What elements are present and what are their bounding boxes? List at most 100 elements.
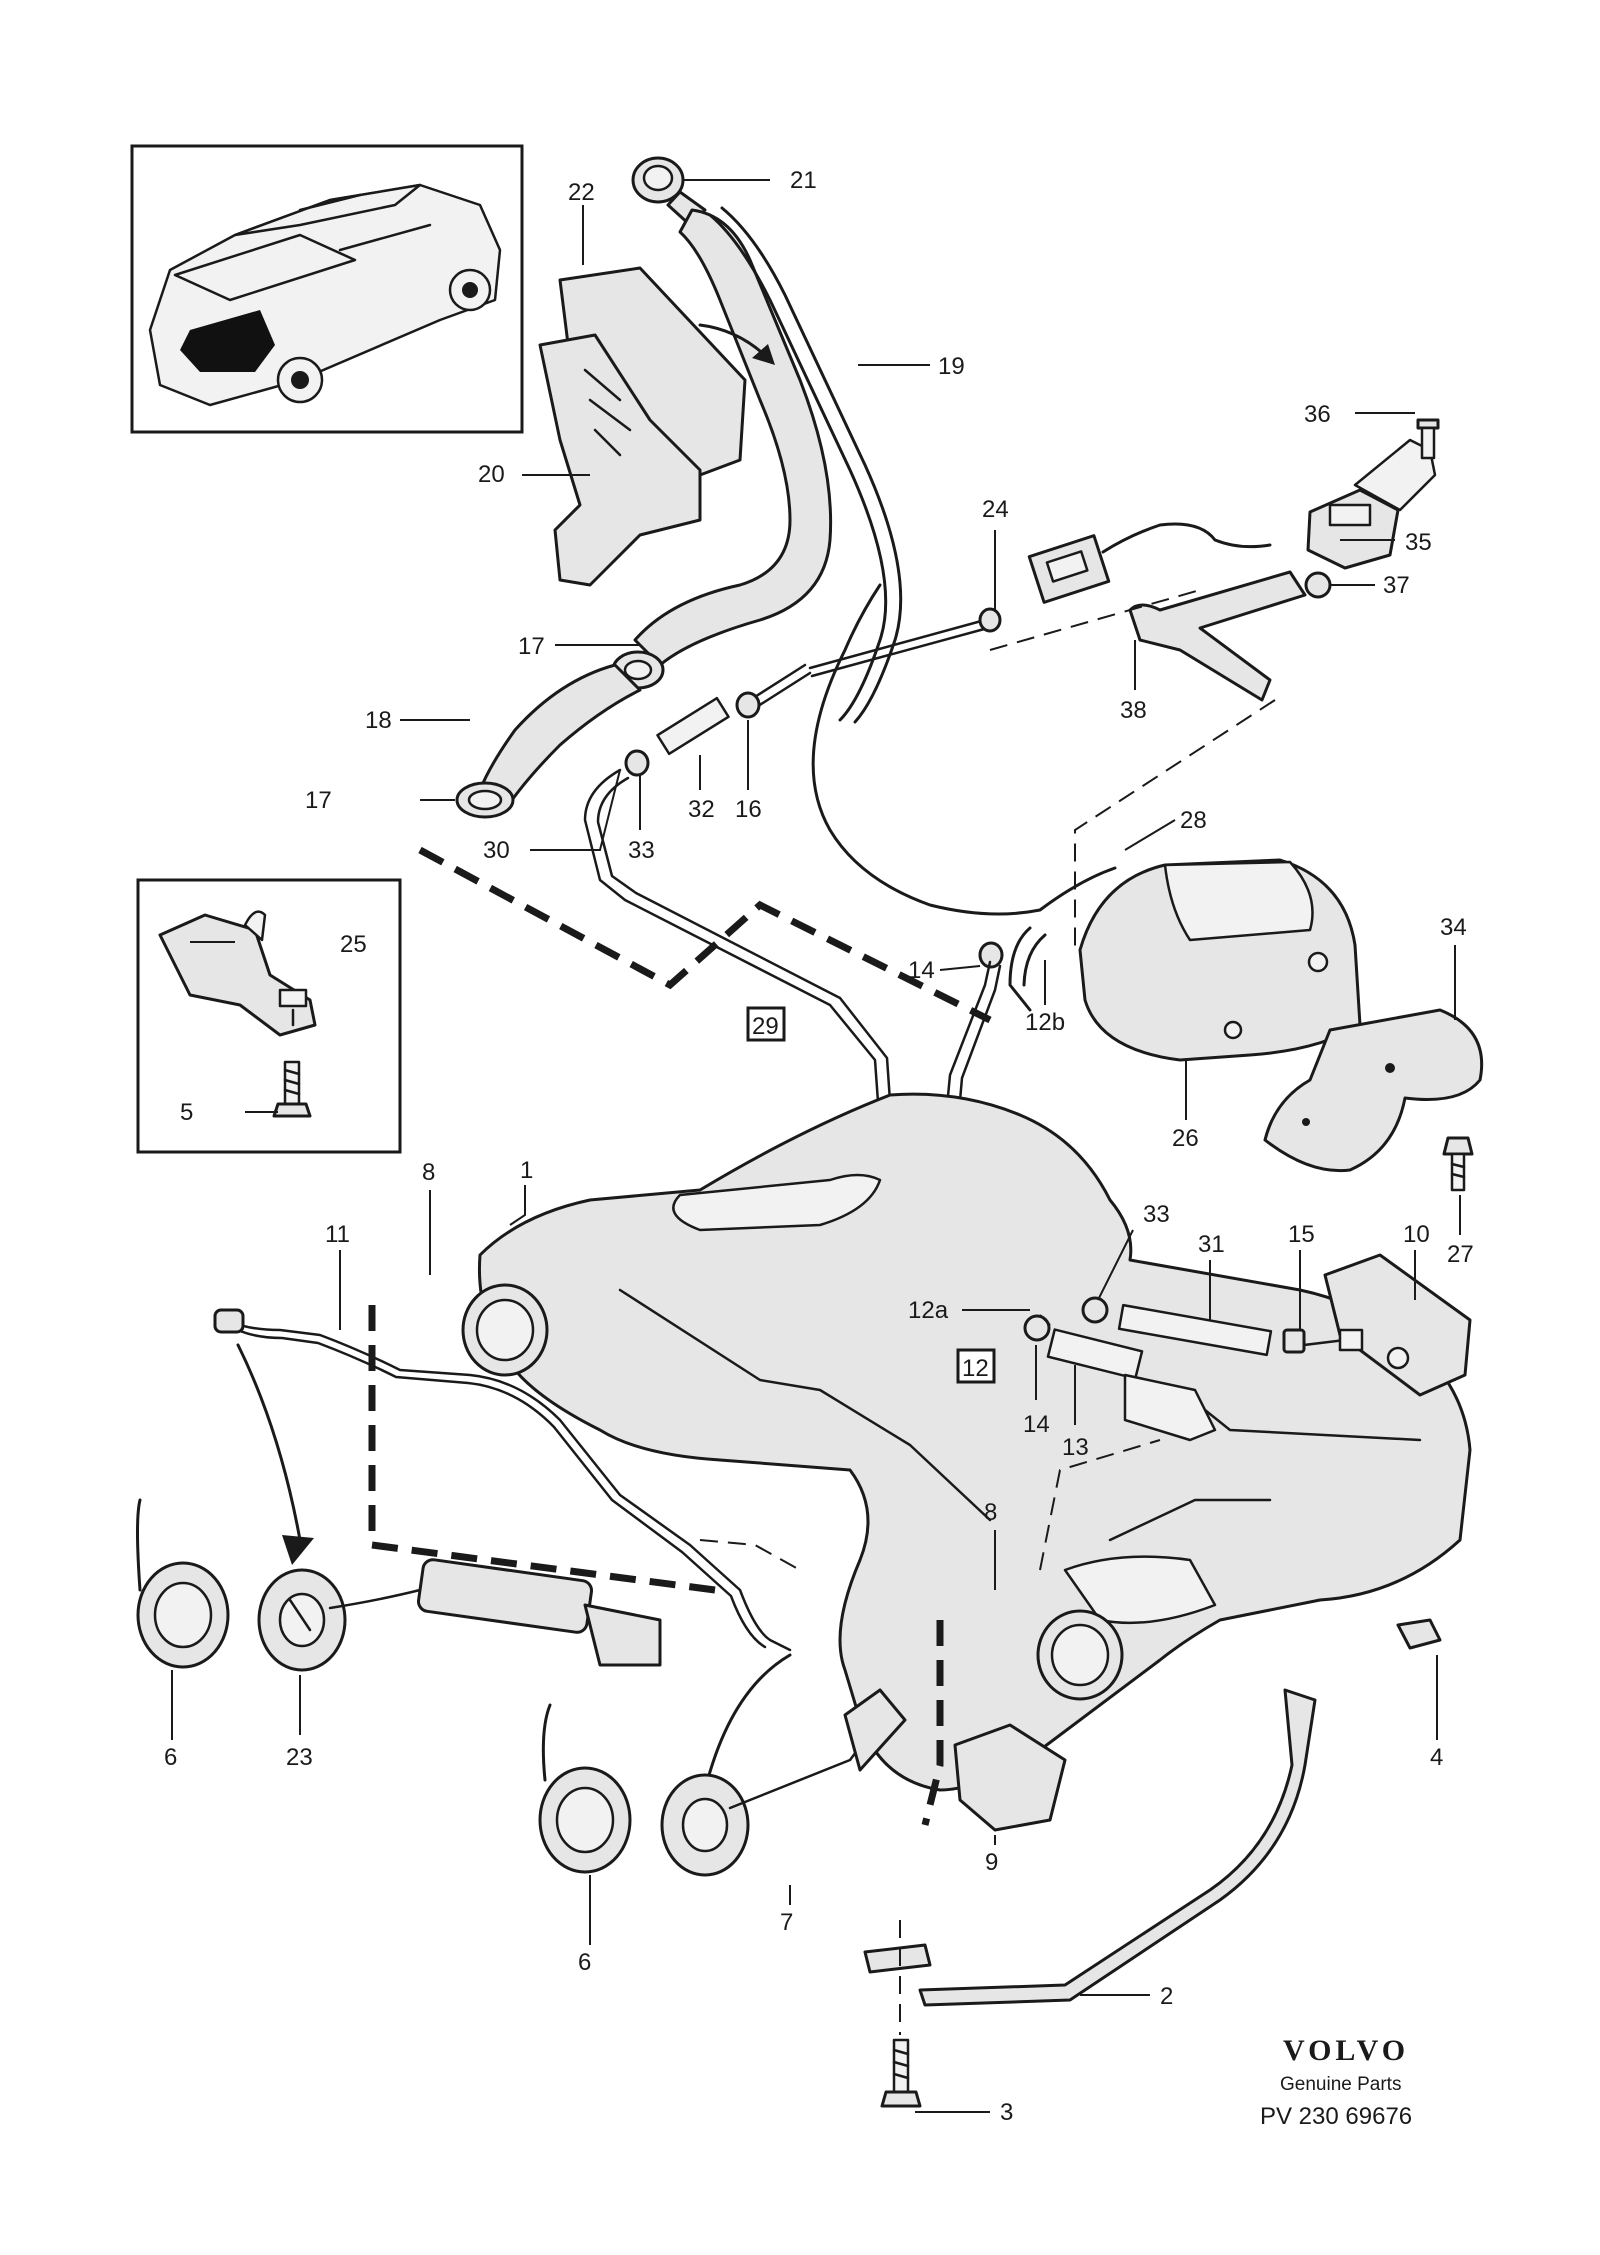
callout-20: 20: [478, 461, 505, 488]
callout-33-upper: 33: [628, 837, 655, 864]
t-piece-38: [1128, 570, 1307, 702]
callout-28: 28: [1180, 807, 1207, 834]
phantom-outline-29: [418, 846, 992, 1024]
callout-6-lower: 6: [578, 1949, 591, 1976]
callout-12a: 12a: [908, 1297, 949, 1324]
callout-3: 3: [1000, 2099, 1013, 2126]
callout-16: 16: [735, 796, 762, 823]
callout-labels: 21 22 19 20 36 35 37 24 38 17 18 17 30 1…: [164, 167, 1474, 2126]
fuel-tank-1: [477, 1092, 1472, 1792]
hose-12b: [1008, 926, 1032, 1012]
clip-4: [1396, 1618, 1442, 1650]
callout-13: 13: [1062, 1434, 1089, 1461]
brand-block: VOLVO Genuine Parts PV 230 69676: [1260, 2034, 1412, 2130]
lock-ring-6-lower: [538, 1703, 632, 1874]
callout-26: 26: [1172, 1125, 1199, 1152]
callout-18: 18: [365, 707, 392, 734]
vent-hose-16: [748, 663, 807, 702]
callout-25: 25: [340, 931, 367, 958]
callout-14-lower: 14: [1023, 1411, 1050, 1438]
sender-unit-23: [257, 1558, 662, 1672]
screw-36: [1416, 418, 1440, 460]
screw-5: [272, 1060, 312, 1118]
callout-24: 24: [982, 496, 1009, 523]
document-number: PV 230 69676: [1260, 2103, 1412, 2130]
sender-unit-7: [660, 1688, 907, 1877]
clamp-14-upper: [978, 941, 1004, 969]
valve-35: [1306, 488, 1400, 570]
boxed-label-12-text: 12: [962, 1355, 989, 1382]
hose-13: [1046, 1328, 1144, 1380]
opening-upper: [461, 1283, 549, 1377]
arrow-11: [236, 1343, 314, 1565]
hose-31: [1117, 1303, 1273, 1357]
callout-32: 32: [688, 796, 715, 823]
callout-12b: 12b: [1025, 1009, 1065, 1036]
leader-lines: [171, 179, 1461, 2113]
callout-17-upper: 17: [518, 633, 545, 660]
wire-11: [230, 1320, 792, 1652]
callout-4: 4: [1430, 1744, 1443, 1771]
bracket-detail-inset: [136, 878, 402, 1154]
callout-21: 21: [790, 167, 817, 194]
callout-30: 30: [483, 837, 510, 864]
breather-hose-19: [708, 213, 888, 722]
strap-2: [918, 1688, 1317, 2007]
heat-shield-20: [538, 333, 702, 587]
hose-28: [811, 583, 1117, 916]
clamp-15: [1282, 1328, 1306, 1354]
screw-27: [1442, 1136, 1474, 1192]
car-illustration: [148, 183, 502, 407]
phantom-outline-lower: [921, 1620, 944, 1826]
boxed-label-29: 29: [746, 1006, 786, 1042]
connector-plug: [1027, 522, 1272, 604]
callout-11: 11: [325, 1221, 350, 1248]
callout-2: 2: [1160, 1983, 1173, 2010]
clamp-16: [735, 691, 761, 719]
callout-19: 19: [938, 353, 965, 380]
opening-lower: [1036, 1609, 1124, 1701]
callout-5: 5: [180, 1099, 193, 1126]
hose-32: [656, 696, 730, 756]
callout-36: 36: [1304, 401, 1331, 428]
lock-ring-6-upper: [136, 1498, 230, 1669]
callout-23: 23: [286, 1744, 313, 1771]
callout-7: 7: [780, 1909, 793, 1936]
callout-8-lower: 8: [984, 1499, 997, 1526]
fuel-pump: [417, 1558, 593, 1634]
bracket-strip: [1353, 438, 1437, 512]
callout-15: 15: [1288, 1221, 1315, 1248]
callout-14-upper: 14: [908, 957, 935, 984]
volvo-logo: VOLVO: [1283, 2034, 1409, 2067]
bracket-25: [158, 913, 317, 1037]
callout-10: 10: [1403, 1221, 1430, 1248]
clamp-33-lower: [1081, 1296, 1109, 1324]
clamp-33-upper: [624, 749, 650, 777]
callout-33-lower: 33: [1143, 1201, 1170, 1228]
callout-34: 34: [1440, 914, 1467, 941]
clamp-37: [1304, 571, 1332, 599]
callout-22: 22: [568, 179, 595, 206]
fuel-tank-highlight: [180, 310, 275, 372]
callout-1: 1: [520, 1157, 533, 1184]
callout-6-upper: 6: [164, 1744, 177, 1771]
screw-3: [880, 2038, 922, 2108]
callout-27: 27: [1447, 1241, 1474, 1268]
bracket-9: [953, 1723, 1067, 1832]
clamp-14-lower: [1023, 1314, 1051, 1342]
boxed-label-29-text: 29: [752, 1013, 779, 1040]
arrow-indicator: [698, 323, 775, 365]
genuine-parts-label: Genuine Parts: [1280, 2074, 1401, 2095]
callout-35: 35: [1405, 529, 1432, 556]
bracket-34: [1263, 1008, 1484, 1173]
callout-9: 9: [985, 1849, 998, 1876]
boxed-label-12: 12: [956, 1348, 996, 1384]
hose-clamp-17-lower: [455, 781, 515, 819]
phantom-outline-upper-left: [368, 1305, 716, 1594]
clamp-24: [978, 607, 1002, 633]
callout-38: 38: [1120, 697, 1147, 724]
vehicle-locator-inset: [130, 144, 524, 434]
callout-37: 37: [1383, 572, 1410, 599]
callout-8-upper: 8: [422, 1159, 435, 1186]
